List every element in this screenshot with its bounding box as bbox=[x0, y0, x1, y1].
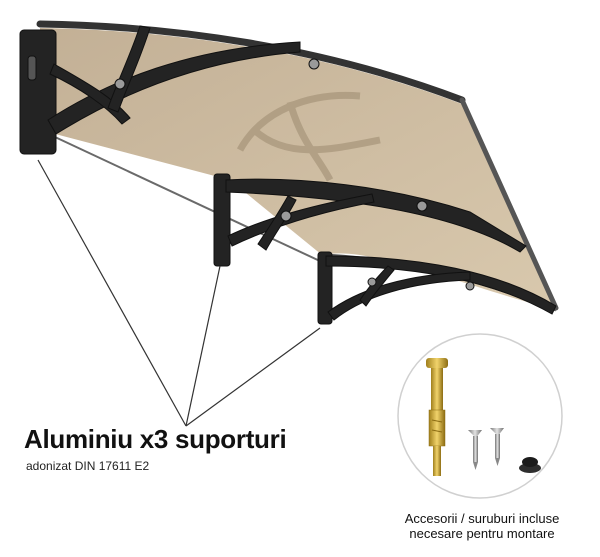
canopy-side-frame bbox=[459, 97, 559, 311]
accessories-caption-line2: necesare pentru montare bbox=[409, 526, 555, 541]
screw-cap-icon bbox=[519, 457, 541, 473]
support-bracket-2 bbox=[213, 173, 527, 267]
accessories-caption: Accesorii / suruburi incluse necesare pe… bbox=[366, 511, 598, 541]
canopy-top-frame bbox=[36, 20, 466, 104]
panel-ghost-brackets bbox=[236, 91, 381, 182]
accessories-caption-line1: Accesorii / suruburi incluse bbox=[404, 511, 560, 526]
support-bracket-3 bbox=[317, 251, 557, 325]
canopy-wall-edge bbox=[39, 129, 323, 263]
callout-lines bbox=[37, 159, 321, 427]
support-bracket-1 bbox=[19, 25, 320, 155]
canopy-panel bbox=[40, 28, 556, 310]
accessories-circle bbox=[397, 333, 563, 499]
screw-1-icon bbox=[468, 430, 482, 470]
headline: Aluminiu x3 suporturi bbox=[24, 424, 287, 454]
subline: adonizat DIN 17611 E2 bbox=[26, 459, 150, 473]
screw-2-icon bbox=[490, 428, 504, 466]
anchor-bolt-icon bbox=[426, 358, 448, 476]
